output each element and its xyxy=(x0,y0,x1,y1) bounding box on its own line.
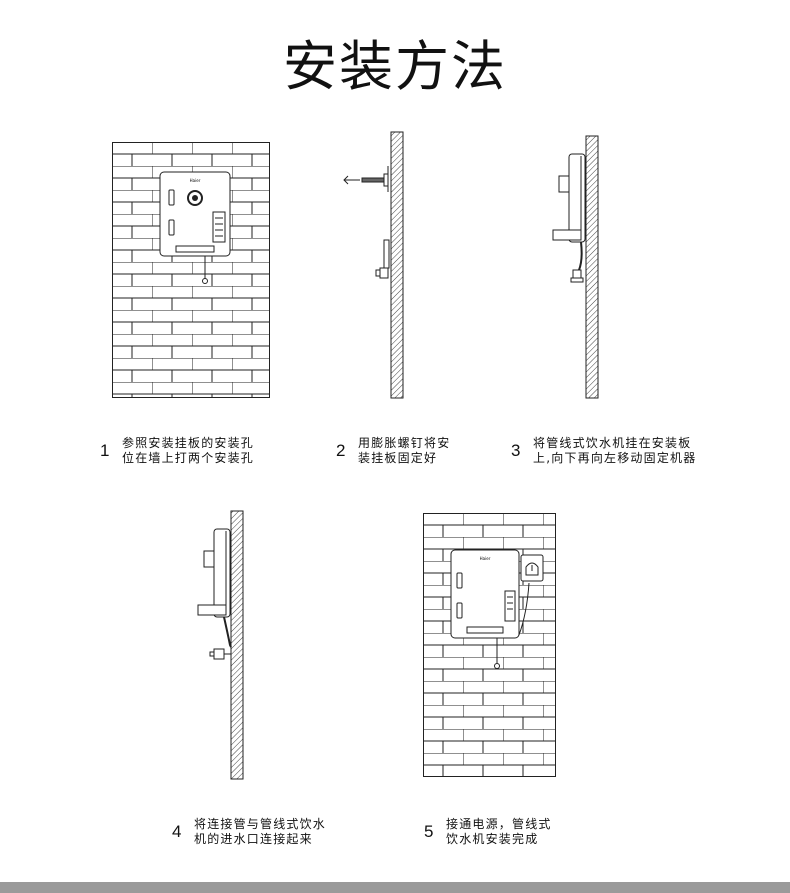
step-number: 3 xyxy=(511,441,521,460)
power-socket-icon xyxy=(520,554,544,582)
brand-logo: Haier xyxy=(190,178,201,183)
step-4-caption: 4 将连接管与管线式饮水 机的进水口连接起来 xyxy=(172,817,326,847)
figure-step-2 xyxy=(343,131,404,399)
step-text-line: 将连接管与管线式饮水 xyxy=(194,817,327,831)
footer-bar xyxy=(0,882,790,893)
step-text-line: 用膨胀螺钉将安 xyxy=(358,436,451,450)
step-number: 5 xyxy=(424,822,434,841)
step-number: 4 xyxy=(172,822,182,841)
step-text-line: 接通电源，管线式 xyxy=(446,817,552,831)
step-text-line: 位在墙上打两个安装孔 xyxy=(122,451,255,465)
step-text-line: 将管线式饮水机挂在安装板 xyxy=(533,436,692,450)
step-number: 2 xyxy=(336,441,346,460)
figure-step-3 xyxy=(552,135,599,399)
figure-step-1: Haier xyxy=(112,142,270,398)
water-dispenser-installed: Haier xyxy=(450,549,520,669)
page-title: 安装方法 xyxy=(283,35,507,98)
step-text-line: 饮水机安装完成 xyxy=(446,832,539,846)
step-text-line: 参照安装挂板的安装孔 xyxy=(122,436,255,450)
step-text-line: 装挂板固定好 xyxy=(358,451,438,465)
figure-step-5: Haier xyxy=(423,513,556,777)
step-text-line: 机的进水口连接起来 xyxy=(194,832,313,846)
step-5-caption: 5 接通电源，管线式 饮水机安装完成 xyxy=(424,817,552,847)
figure-step-4 xyxy=(197,510,244,780)
step-2-caption: 2 用膨胀螺钉将安 装挂板固定好 xyxy=(336,436,450,466)
step-3-caption: 3 将管线式饮水机挂在安装板 上,向下再向左移动固定机器 xyxy=(511,436,696,466)
step-number: 1 xyxy=(100,441,110,460)
brand-logo-2: Haier xyxy=(480,556,491,561)
step-text-line: 上,向下再向左移动固定机器 xyxy=(533,451,697,465)
water-dispenser-front: Haier xyxy=(159,171,231,284)
step-1-caption: 1 参照安装挂板的安装孔 位在墙上打两个安装孔 xyxy=(100,436,254,466)
